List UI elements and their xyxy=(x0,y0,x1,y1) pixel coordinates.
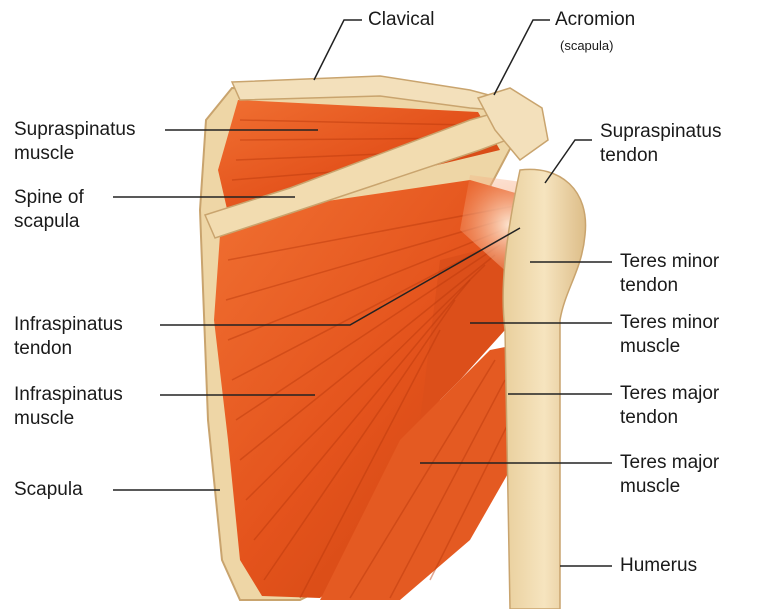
label-acromion-sub: (scapula) xyxy=(560,38,613,54)
label-clavical-text: Clavical xyxy=(368,9,435,30)
label-spine-of-scapula-line1: Spine of xyxy=(14,186,84,210)
label-teres-major-muscle: Teres major muscle xyxy=(620,451,719,499)
label-infraspinatus-tendon: Infraspinatus tendon xyxy=(14,313,123,361)
label-teres-minor-tendon-line1: Teres minor xyxy=(620,250,719,274)
label-supraspinatus-muscle-line2: muscle xyxy=(14,142,135,166)
label-humerus-text: Humerus xyxy=(620,555,697,576)
humerus-bone xyxy=(503,169,585,609)
label-supraspinatus-muscle: Supraspinatus muscle xyxy=(14,118,135,166)
label-supraspinatus-tendon-line2: tendon xyxy=(600,144,721,168)
label-supraspinatus-tendon: Supraspinatus tendon xyxy=(600,120,721,168)
label-spine-of-scapula: Spine of scapula xyxy=(14,186,84,234)
label-infraspinatus-tendon-line1: Infraspinatus xyxy=(14,313,123,337)
label-acromion: Acromion xyxy=(555,8,635,32)
label-acromion-sub-text: (scapula) xyxy=(560,38,613,53)
label-scapula-text: Scapula xyxy=(14,479,83,500)
label-acromion-text: Acromion xyxy=(555,8,635,32)
label-teres-minor-tendon: Teres minor tendon xyxy=(620,250,719,298)
label-teres-major-tendon: Teres major tendon xyxy=(620,382,719,430)
label-supraspinatus-tendon-line1: Supraspinatus xyxy=(600,120,721,144)
label-teres-minor-muscle-line2: muscle xyxy=(620,335,719,359)
label-teres-minor-muscle-line1: Teres minor xyxy=(620,311,719,335)
label-infraspinatus-muscle: Infraspinatus muscle xyxy=(14,383,123,431)
label-teres-minor-muscle: Teres minor muscle xyxy=(620,311,719,359)
label-teres-major-muscle-line2: muscle xyxy=(620,475,719,499)
label-teres-major-tendon-line2: tendon xyxy=(620,406,719,430)
leader-clavical xyxy=(314,20,362,80)
label-infraspinatus-muscle-line1: Infraspinatus xyxy=(14,383,123,407)
label-scapula: Scapula xyxy=(14,478,83,502)
label-teres-major-tendon-line1: Teres major xyxy=(620,382,719,406)
label-humerus: Humerus xyxy=(620,554,697,578)
label-teres-major-muscle-line1: Teres major xyxy=(620,451,719,475)
label-supraspinatus-muscle-line1: Supraspinatus xyxy=(14,118,135,142)
label-infraspinatus-tendon-line2: tendon xyxy=(14,337,123,361)
label-teres-minor-tendon-line2: tendon xyxy=(620,274,719,298)
label-spine-of-scapula-line2: scapula xyxy=(14,210,84,234)
leader-acromion xyxy=(494,20,550,95)
label-infraspinatus-muscle-line2: muscle xyxy=(14,407,123,431)
label-clavical: Clavical xyxy=(368,8,435,32)
